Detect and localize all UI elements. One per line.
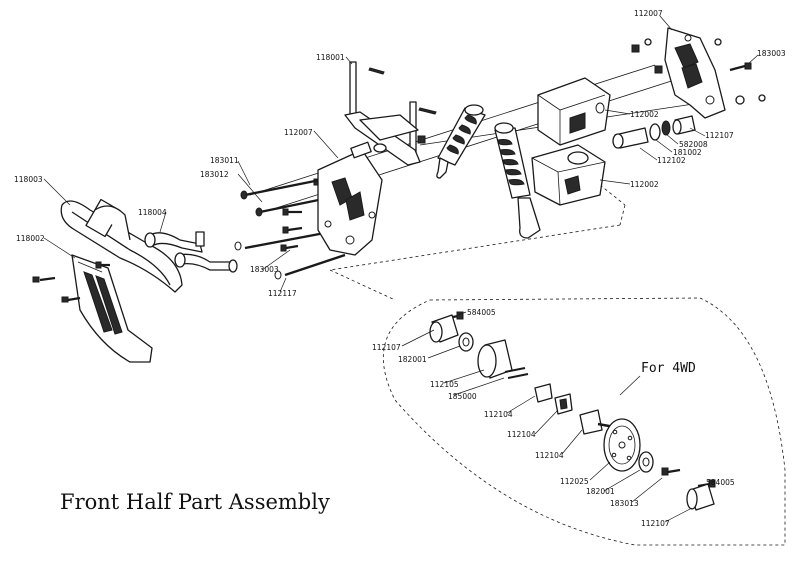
part-label: 112105 bbox=[430, 380, 459, 389]
leader-lines bbox=[43, 15, 759, 523]
part-labels: 112007 183003 118001 112002 112107 58200… bbox=[14, 9, 786, 528]
part-label: 118004 bbox=[138, 208, 167, 217]
front-bumper bbox=[60, 198, 183, 293]
part-label: 181002 bbox=[673, 148, 702, 157]
part-label: 112104 bbox=[535, 451, 564, 460]
upper-brace bbox=[344, 61, 437, 166]
4wd-parts bbox=[429, 314, 715, 511]
part-label: 183003 bbox=[250, 265, 279, 274]
part-label: 185000 bbox=[448, 392, 477, 401]
part-label: 112025 bbox=[560, 477, 589, 486]
part-label: 118003 bbox=[14, 175, 43, 184]
gearbox-upper-housing bbox=[537, 77, 611, 146]
part-label: 182001 bbox=[398, 355, 427, 364]
part-label: 112107 bbox=[641, 519, 670, 528]
part-label: 112107 bbox=[705, 131, 734, 140]
4wd-caption: For 4WD bbox=[641, 361, 696, 376]
part-label: 183013 bbox=[610, 499, 639, 508]
page-title: Front Half Part Assembly bbox=[60, 490, 330, 514]
right-hardware bbox=[417, 38, 766, 144]
part-label: 118001 bbox=[316, 53, 345, 62]
part-label: 112102 bbox=[657, 156, 686, 165]
pins bbox=[234, 230, 346, 280]
part-label: 112104 bbox=[484, 410, 513, 419]
part-label: 582008 bbox=[679, 140, 708, 149]
part-label: 112007 bbox=[634, 9, 663, 18]
part-label: 112002 bbox=[630, 110, 659, 119]
part-label: 112007 bbox=[284, 128, 313, 137]
bulkhead-right bbox=[664, 27, 726, 119]
part-label: 118002 bbox=[16, 234, 45, 243]
part-label: 183011 bbox=[210, 156, 239, 165]
bumper-mount-tube bbox=[144, 231, 238, 273]
4wd-region-outline bbox=[382, 297, 786, 546]
part-label: 183012 bbox=[200, 170, 229, 179]
part-label: 584005 bbox=[467, 308, 496, 317]
part-label: 112117 bbox=[268, 289, 297, 298]
part-label: 183003 bbox=[757, 49, 786, 58]
skid-plate bbox=[71, 254, 153, 363]
bulkhead-left bbox=[317, 141, 383, 256]
gearbox-lower-housing bbox=[531, 144, 606, 206]
shock-absorber-lower bbox=[494, 122, 541, 239]
part-label: 112107 bbox=[372, 343, 401, 352]
part-label: 112104 bbox=[507, 430, 536, 439]
part-label: 112002 bbox=[630, 180, 659, 189]
part-label: 182001 bbox=[586, 487, 615, 496]
outdrive-parts bbox=[612, 115, 696, 149]
part-label: 584005 bbox=[706, 478, 735, 487]
shock-absorber-upper bbox=[436, 104, 486, 179]
